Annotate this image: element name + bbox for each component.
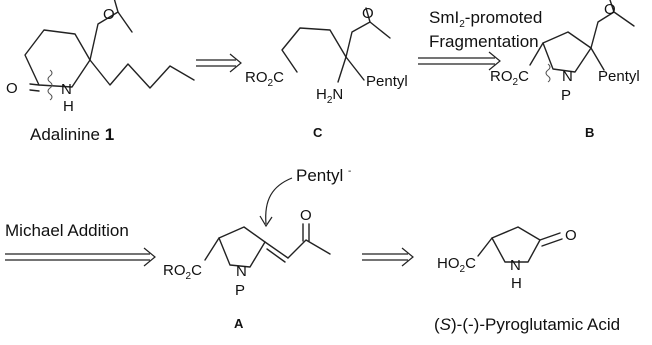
a-exocyclic-bond — [264, 241, 289, 259]
pyroglutamic-acid-structure: HO2C N H O (S)-(-)-Pyroglutamic Acid — [434, 226, 620, 334]
retro-arrow-2 — [418, 51, 501, 71]
b-pentyl-label: Pentyl — [598, 68, 640, 85]
compound-c-label: C — [313, 125, 323, 140]
compound-b-structure: O RO2C N P Pentyl B — [490, 0, 640, 140]
b-pentyl-bond — [590, 47, 605, 71]
adalinine-nh-h: H — [63, 98, 74, 115]
c-ester-chain — [281, 27, 347, 73]
pyroglutamic-ring-n: N — [510, 257, 521, 274]
adalinine-ketone-o: O — [103, 6, 115, 23]
pyroglutamic-nh-h: H — [511, 275, 522, 292]
c-amine-bond — [337, 56, 347, 83]
adalinine-caption: Adalinine 1 — [30, 125, 114, 144]
c-pentyl-bond — [345, 56, 365, 81]
compound-a-label: A — [234, 316, 244, 331]
b-pyrrolidine-ring — [542, 31, 592, 73]
c-amine-label: H2N — [316, 86, 343, 106]
pyroglutamic-acid-label: HO2C — [437, 255, 476, 275]
retro-arrow-1 — [196, 53, 242, 73]
adalinine-nh-n: N — [61, 81, 72, 98]
b-ester-label: RO2C — [490, 68, 529, 88]
compound-c-structure: O RO2C Pentyl H2N C — [245, 5, 408, 140]
adalinine-disconnection-wavy — [47, 69, 53, 101]
curved-attack-arrow — [265, 177, 293, 225]
a-ketone-o: O — [300, 207, 312, 224]
compound-a-structure: O RO2C N P A — [163, 207, 331, 331]
adalinine-ketone-bond — [113, 0, 119, 13]
b-ester-bond — [529, 42, 544, 66]
b-ketone-o: O — [604, 1, 616, 18]
adalinine-lactam-o: O — [6, 80, 18, 97]
pyroglutamic-carbonyl-a — [539, 232, 561, 241]
retro-arrow-4 — [362, 247, 414, 267]
adalinine-carbonyl-bond-a — [29, 83, 40, 86]
a-protecting-group: P — [235, 282, 245, 299]
c-pentyl-label: Pentyl — [366, 73, 408, 90]
fragmentation-label-line2: Fragmentation — [429, 32, 539, 51]
michael-addition-label: Michael Addition — [5, 221, 129, 240]
adalinine-ring-bonds — [24, 29, 91, 88]
curved-attack-arrowhead — [259, 215, 273, 228]
a-ring-n: N — [236, 263, 247, 280]
fragmentation-label-line1: SmI2-promoted — [429, 8, 542, 30]
b-protecting-group: P — [561, 87, 571, 104]
adalinine-carbonyl-bond-b — [29, 89, 40, 92]
a-pyrrolidine-ring — [218, 226, 266, 268]
c-ketone-bond — [365, 7, 371, 23]
retro-arrow-3 — [5, 247, 156, 267]
b-ring-n: N — [562, 68, 573, 85]
pyroglutamic-caption: (S)-(-)-Pyroglutamic Acid — [434, 315, 620, 334]
b-disconnection-wavy — [545, 63, 551, 83]
adalinine-structure: O O N H Adalinine 1 — [6, 0, 195, 144]
adalinine-acetonyl-chain — [89, 11, 133, 61]
a-ester-bond — [204, 237, 220, 261]
a-exocyclic-double — [266, 248, 286, 263]
c-acetonyl-chain — [345, 21, 391, 58]
a-ester-label: RO2C — [163, 262, 202, 282]
c-ester-label: RO2C — [245, 69, 284, 89]
pentyl-nucleophile-label: Pentyl - — [296, 166, 351, 185]
pyroglutamic-carbonyl-b — [541, 238, 563, 247]
pyroglutamic-o: O — [565, 227, 577, 244]
pyroglutamic-acid-bond — [477, 237, 493, 257]
pyroglutamic-ring — [491, 226, 541, 263]
adalinine-pentyl-chain — [89, 59, 195, 89]
c-ketone-o: O — [362, 5, 374, 22]
b-ketone-bond — [609, 0, 615, 13]
compound-b-label: B — [585, 125, 594, 140]
b-acetonyl-chain — [590, 11, 635, 49]
a-enone-chain — [287, 239, 331, 259]
